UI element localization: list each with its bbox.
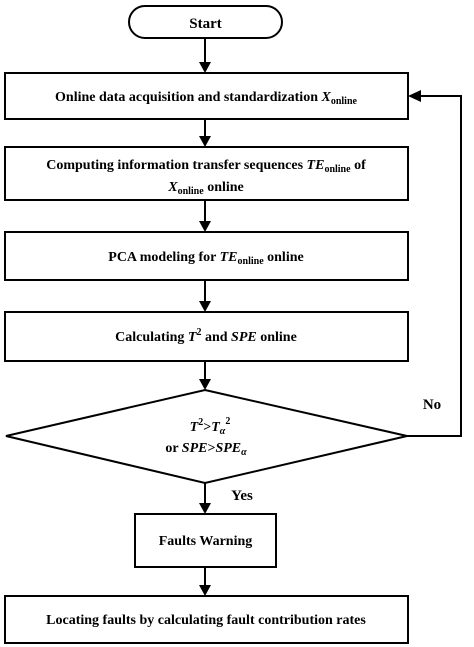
compute-label-line1: Computing information transfer sequences… — [46, 158, 366, 175]
calc-node: Calculating T2 and SPE online — [4, 311, 409, 362]
warning-node: Faults Warning — [134, 513, 277, 568]
acquire-node: Online data acquisition and standardizat… — [4, 72, 409, 120]
calc-label: Calculating T2 and SPE online — [115, 327, 297, 345]
pca-label: PCA modeling for TEonline online — [108, 250, 303, 267]
locate-label: Locating faults by calculating fault con… — [46, 613, 366, 628]
decision-label-line2: or SPE>SPEα — [165, 441, 247, 458]
edge-yes-to-warning — [199, 483, 211, 514]
start-label: Start — [189, 16, 222, 32]
edge-acquire-to-compute — [199, 119, 211, 147]
acquire-label: Online data acquisition and standardizat… — [55, 90, 357, 107]
edge-warning-to-locate — [199, 567, 211, 596]
edge-calc-to-decision — [199, 361, 211, 390]
edge-start-to-acquire — [199, 38, 211, 73]
edge-no-loop — [407, 90, 462, 437]
edge-pca-to-calc — [199, 280, 211, 312]
edge-compute-to-pca — [199, 200, 211, 232]
decision-label-line1: T2>Tα2 — [190, 416, 231, 437]
decision-node: T2>Tα2 or SPE>SPEα — [5, 388, 408, 485]
locate-node: Locating faults by calculating fault con… — [4, 595, 409, 644]
no-label: No — [423, 397, 441, 413]
compute-label-line2: Xonline online — [167, 180, 244, 197]
compute-node: Computing information transfer sequences… — [4, 146, 409, 201]
pca-node: PCA modeling for TEonline online — [4, 231, 409, 281]
yes-label: Yes — [231, 488, 253, 504]
start-node: Start — [128, 5, 283, 39]
warning-label: Faults Warning — [159, 534, 253, 549]
